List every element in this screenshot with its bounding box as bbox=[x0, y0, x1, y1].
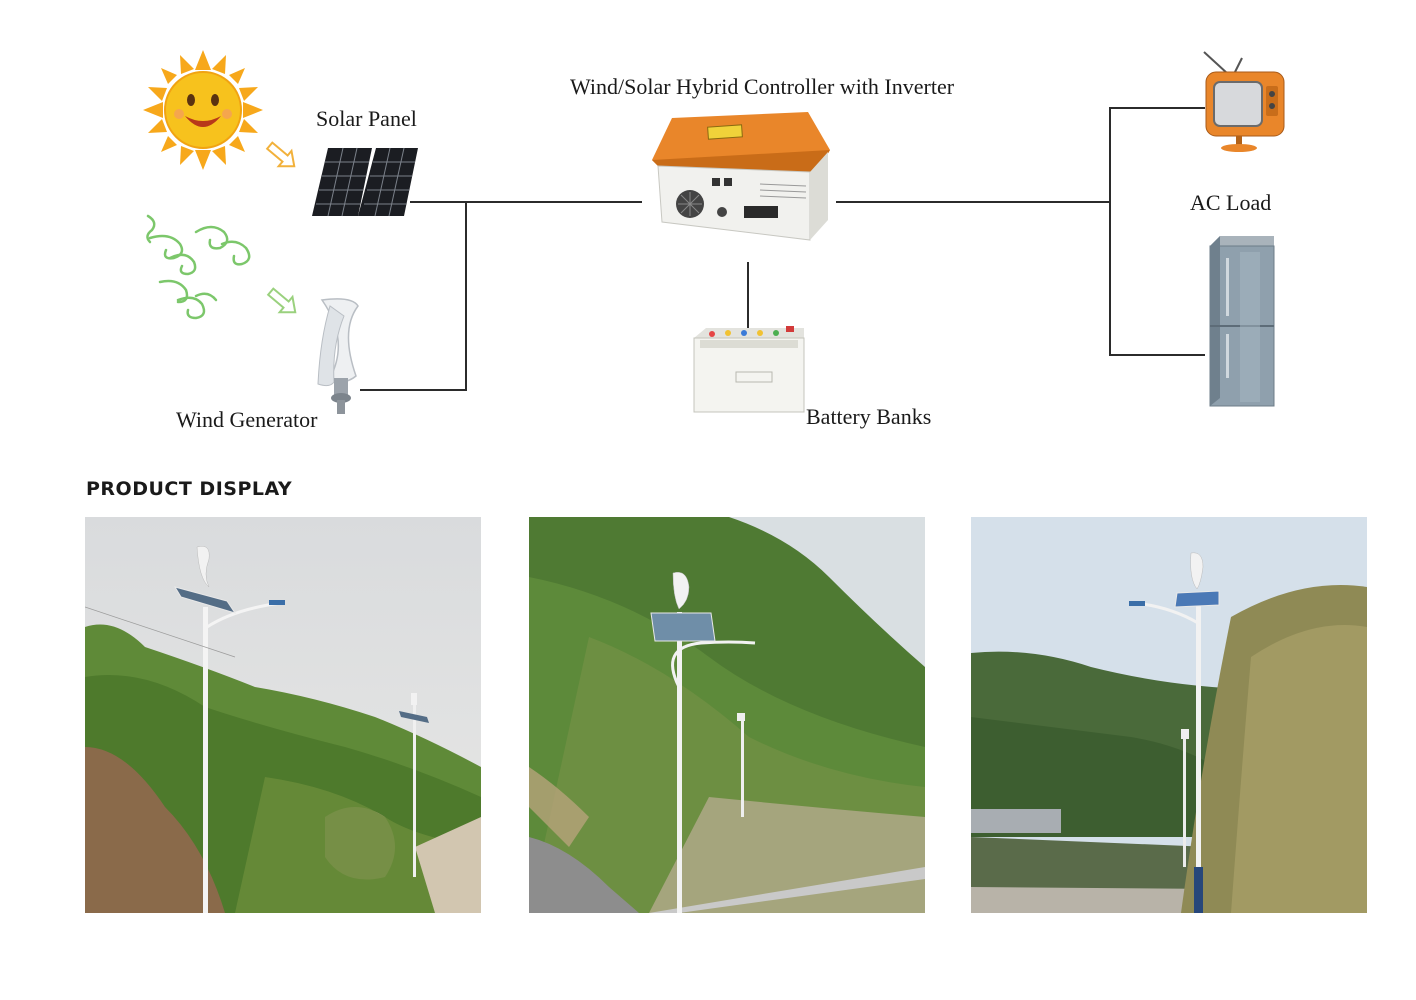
tv-icon bbox=[1203, 51, 1285, 152]
street-light-photo bbox=[529, 517, 925, 913]
arrow-icon bbox=[266, 287, 297, 314]
wind-turbine-icon bbox=[317, 298, 359, 414]
street-light-photo bbox=[85, 517, 481, 913]
sun-icon bbox=[143, 50, 263, 170]
arrow-icon bbox=[265, 141, 296, 168]
controller-label: Wind/Solar Hybrid Controller with Invert… bbox=[570, 74, 955, 99]
connection-lines bbox=[360, 107, 1205, 391]
product-photo-2 bbox=[529, 517, 925, 913]
solar-panel-icon bbox=[312, 147, 418, 217]
battery-icon bbox=[693, 326, 805, 413]
controller-inverter-icon bbox=[652, 112, 830, 241]
wind-icon bbox=[146, 214, 251, 320]
product-display-title: PRODUCT DISPLAY bbox=[86, 478, 293, 500]
solar-panel-label: Solar Panel bbox=[316, 106, 417, 131]
battery-label: Battery Banks bbox=[806, 404, 932, 429]
product-photo-1 bbox=[85, 517, 481, 913]
system-diagram: Solar Panel Wind Generator Wind/Solar Hy… bbox=[0, 0, 1416, 460]
street-light-photo bbox=[971, 517, 1367, 913]
diagram-canvas bbox=[143, 50, 1285, 414]
product-photo-3 bbox=[971, 517, 1367, 913]
wind-generator-label: Wind Generator bbox=[176, 407, 318, 432]
refrigerator-icon bbox=[1209, 236, 1275, 407]
ac-load-label: AC Load bbox=[1190, 190, 1272, 215]
